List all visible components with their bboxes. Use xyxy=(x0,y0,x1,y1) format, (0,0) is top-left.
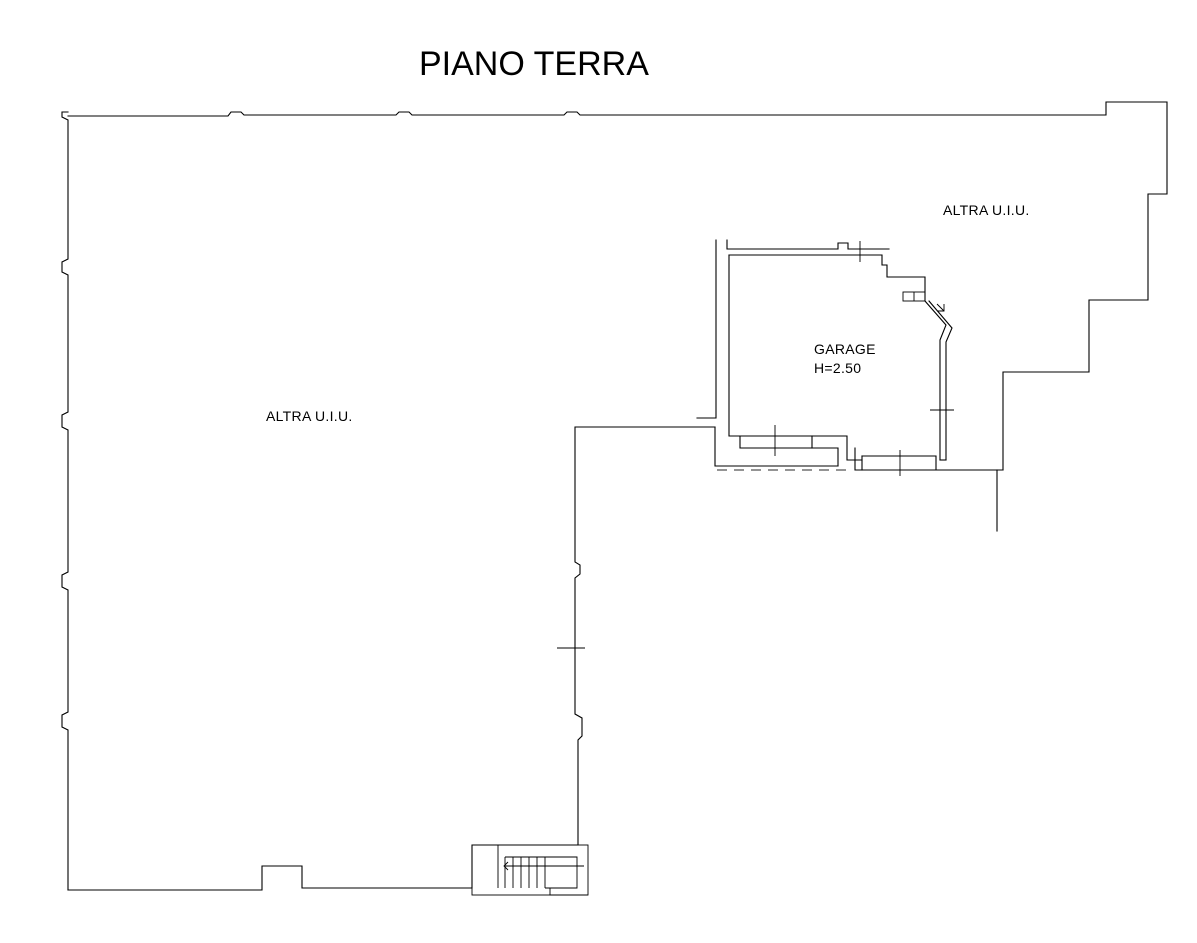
room-label-garage: GARAGE xyxy=(814,341,876,357)
room-label-left-unit: ALTRA U.I.U. xyxy=(266,408,353,424)
plan-title: PIANO TERRA xyxy=(419,45,649,83)
staircase xyxy=(471,844,589,896)
room-label-right-unit: ALTRA U.I.U. xyxy=(943,202,1030,218)
left-unit-outline xyxy=(61,101,1168,891)
garage-outline xyxy=(696,239,1004,476)
room-height-garage: H=2.50 xyxy=(814,360,861,376)
